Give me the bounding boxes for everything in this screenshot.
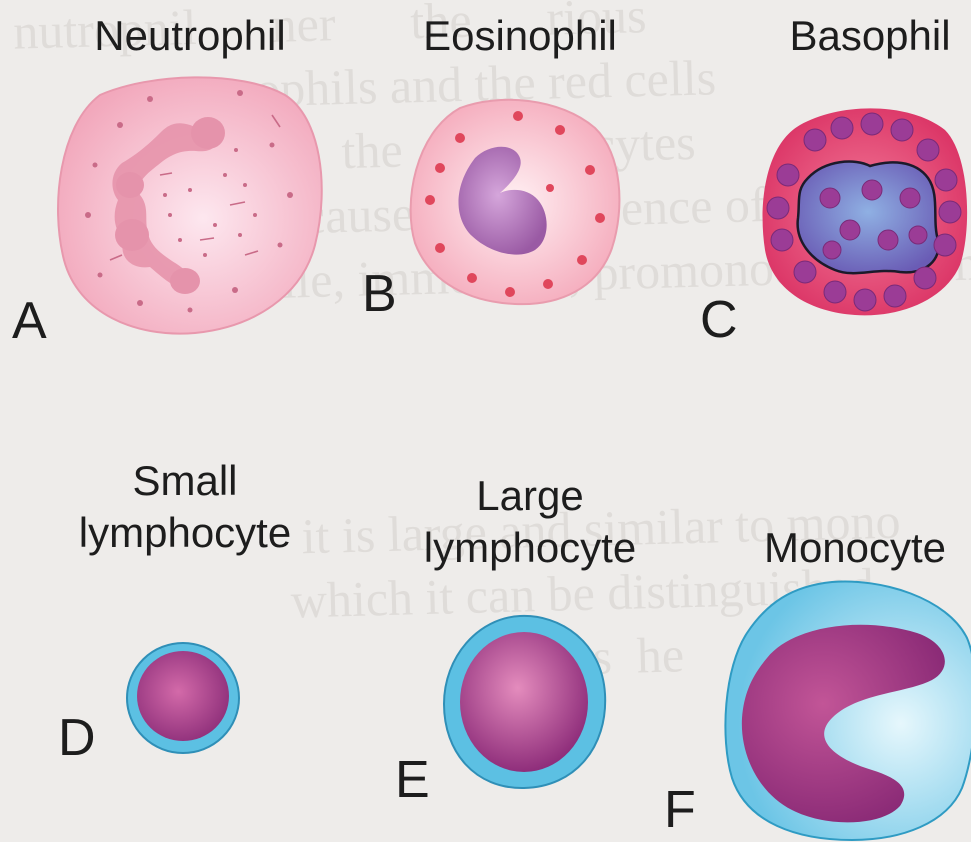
small-lymphocyte-label-line-2: lymphocyte	[79, 507, 291, 559]
basophil-nucleus	[798, 162, 939, 274]
large-lymphocyte-cell-icon	[440, 612, 610, 792]
cell-letter-f: F	[664, 782, 696, 838]
cell-letter-d: D	[58, 710, 96, 766]
large-lymphocyte-nucleus	[460, 632, 588, 772]
neutrophil-cytoplasm	[58, 77, 322, 333]
neutrophil-nucleus-lobe	[116, 172, 144, 198]
cell-letter-c: C	[700, 292, 738, 348]
monocyte-label-line: Monocyte	[764, 522, 946, 574]
cell-letter-a: A	[12, 293, 47, 349]
large-lymphocyte-label: Large lymphocyte	[424, 470, 636, 574]
neutrophil-nucleus-lobe	[170, 268, 200, 294]
eosinophil-label: Eosinophil	[423, 10, 617, 62]
basophil-label-line: Basophil	[789, 10, 950, 62]
small-lymphocyte-label-line-1: Small	[79, 455, 291, 507]
neutrophil-nucleus-lobe	[115, 219, 149, 251]
neutrophil-cell-icon	[40, 55, 340, 355]
cell-letter-b: B	[362, 266, 397, 322]
monocyte-cell-icon	[722, 578, 971, 842]
eosinophil-label-line: Eosinophil	[423, 10, 617, 62]
cell-letter-e: E	[395, 752, 430, 808]
basophil-label: Basophil	[789, 10, 950, 62]
monocyte-label: Monocyte	[764, 522, 946, 574]
small-lymphocyte-label: Small lymphocyte	[79, 455, 291, 559]
large-lymphocyte-label-line-1: Large	[424, 470, 636, 522]
eosinophil-cell-icon	[400, 88, 630, 318]
basophil-cell-icon	[760, 100, 970, 320]
small-lymphocyte-nucleus	[137, 651, 229, 741]
small-lymphocyte-cell-icon	[125, 640, 245, 760]
large-lymphocyte-label-line-2: lymphocyte	[424, 522, 636, 574]
neutrophil-nucleus-lobe	[191, 117, 225, 149]
